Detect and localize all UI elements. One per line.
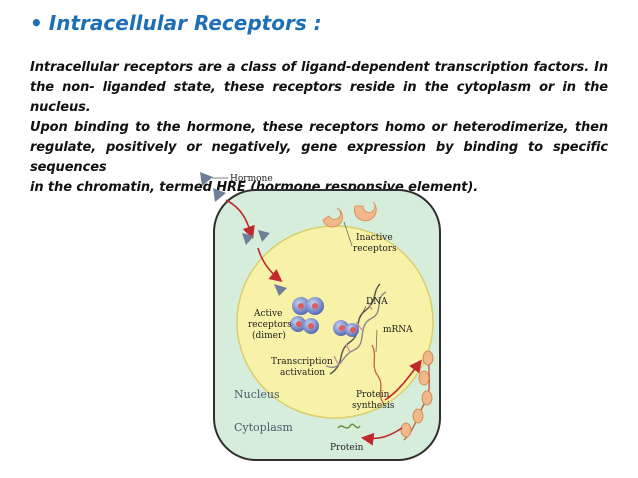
paragraph-line: the non- liganded state, these receptors… (30, 80, 608, 115)
active-receptor-dimer-icon (292, 297, 324, 315)
hormone-icon (242, 230, 270, 245)
protein-label: Protein (330, 443, 364, 453)
paragraph-line: regulate, positively or negatively, gene… (30, 140, 608, 175)
inactive-label: receptors (353, 244, 397, 254)
active-label: (dimer) (252, 330, 286, 341)
bound-receptor-icon (333, 320, 359, 337)
paragraph-line: Upon binding to the hormone, these recep… (30, 120, 608, 135)
inactive-receptor-icon (322, 201, 377, 228)
body-paragraph: Intracellular receptors are a class of l… (30, 58, 608, 198)
slide-title: •Intracellular Receptors : (30, 11, 322, 35)
dna-label: DNA (366, 297, 388, 307)
paragraph-line: Intracellular receptors are a class of l… (30, 60, 608, 75)
protein-squiggle-icon (337, 423, 361, 429)
active-label: receptors (248, 320, 292, 330)
title-text: Intracellular Receptors : (48, 11, 322, 35)
hormone-icon (274, 284, 287, 296)
title-bullet: • (30, 11, 43, 35)
cytoplasm-label: Cytoplasm (234, 421, 293, 434)
ribosome-chain-icon (400, 350, 434, 441)
transcription-label: activation (280, 368, 325, 378)
hormone-label: Hormone (230, 174, 273, 184)
active-receptor-dimer-icon (290, 316, 319, 334)
inactive-label: Inactive (356, 233, 393, 243)
nucleus-label: Nucleus (234, 388, 280, 401)
transcription-label: Transcription (271, 357, 333, 367)
active-label: Active (253, 309, 282, 319)
dna-helix-icon (325, 283, 387, 375)
protein-synthesis-label: Protein (356, 390, 390, 400)
protein-synthesis-label: synthesis (352, 401, 395, 411)
hormone-icon (200, 172, 226, 202)
mrna-strand-icon (371, 344, 385, 405)
mrna-label: mRNA (383, 325, 413, 335)
